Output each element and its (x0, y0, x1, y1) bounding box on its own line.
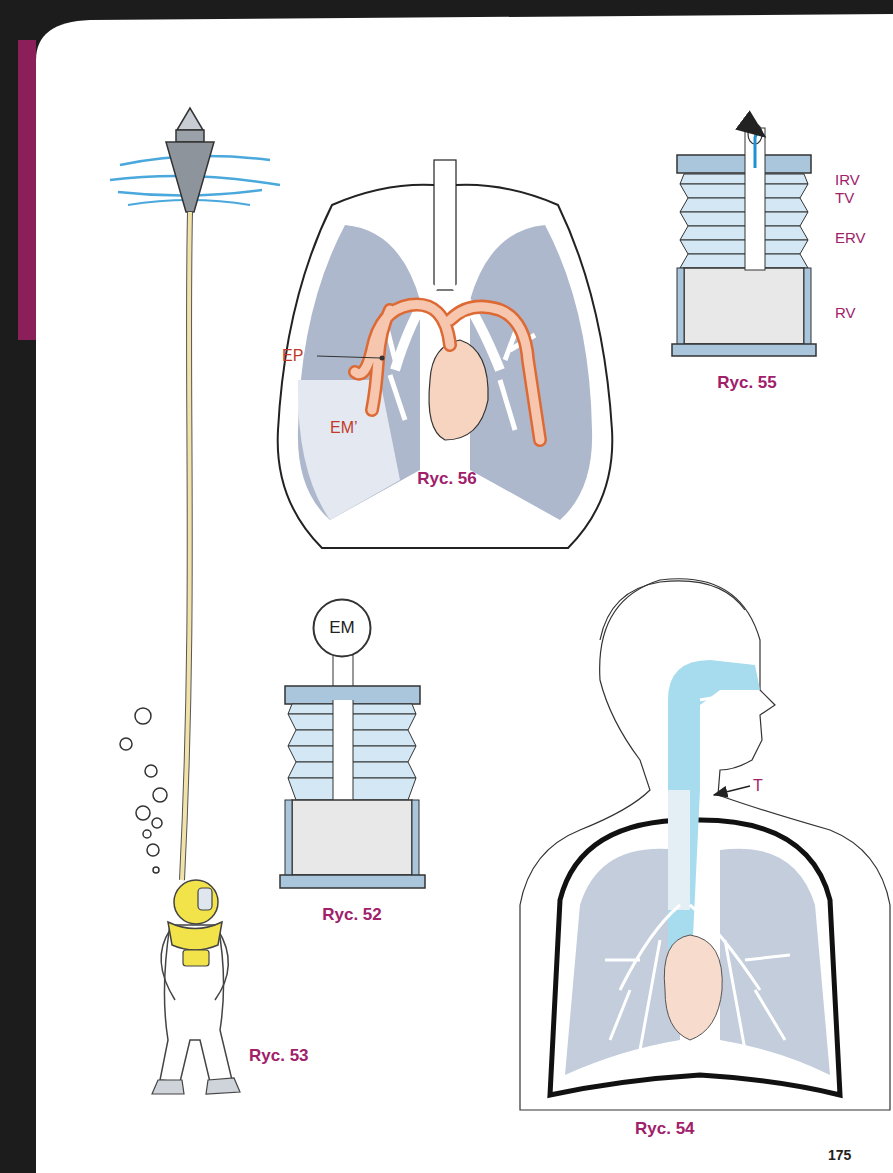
figure-label: TV (835, 190, 854, 207)
figure-label: T (753, 777, 763, 795)
figure-label: IRV (835, 172, 860, 189)
figure-label: EP (282, 347, 303, 365)
figure-label: Ryc. 56 (417, 470, 477, 489)
bulb-circle: EM (312, 598, 372, 658)
figure-label: 175 (828, 1148, 851, 1163)
figure-label: RV (835, 305, 856, 322)
figure-label: Ryc. 55 (717, 374, 777, 393)
figure-label: Ryc. 53 (249, 1047, 309, 1066)
figure-label: ERV (835, 230, 866, 247)
figure-label: Ryc. 54 (635, 1120, 695, 1139)
node-label: EM (329, 618, 355, 638)
figure-label: Ryc. 52 (322, 906, 382, 925)
figure-label: EM’ (330, 419, 358, 437)
